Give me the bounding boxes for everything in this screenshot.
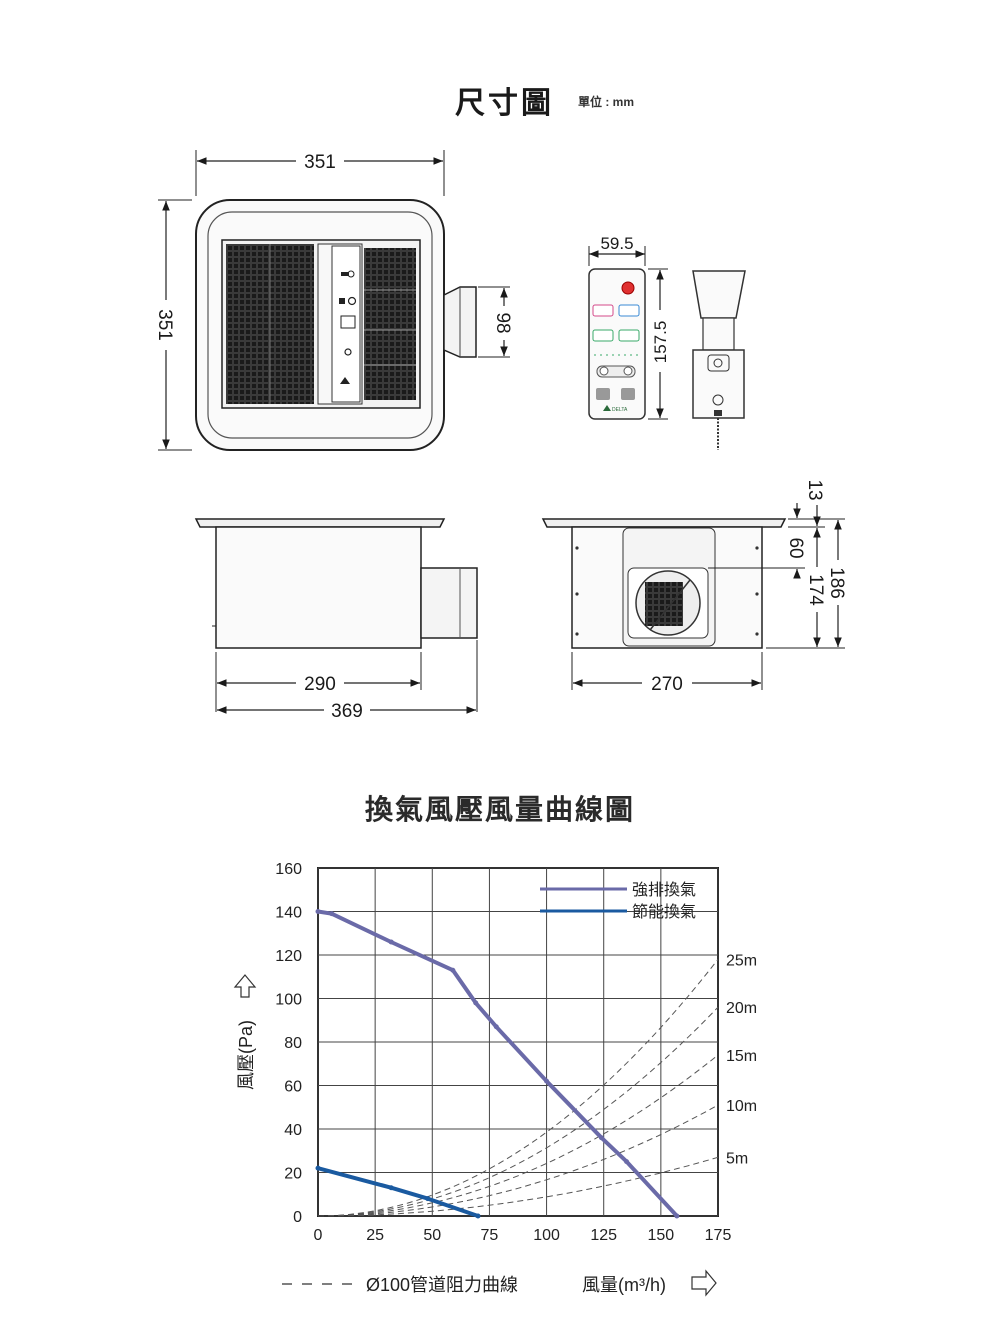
dim-duct-offset: 60: [785, 537, 806, 558]
y-tick-label: 120: [275, 948, 302, 965]
remote-logo: DELTA: [612, 407, 628, 413]
resistance-curve: [318, 1156, 719, 1217]
y-tick-label: 40: [284, 1122, 302, 1139]
series-point: [315, 909, 321, 914]
dim-top-width: 351: [304, 152, 336, 173]
y-tick-label: 60: [284, 1079, 302, 1096]
series-point: [388, 939, 394, 945]
right-grille: [364, 248, 416, 400]
dim-top-height: 351: [154, 309, 175, 341]
page-title: 尺寸圖: [455, 87, 554, 120]
resistance-label: 10m: [726, 1098, 757, 1115]
y-tick-label: 100: [275, 992, 302, 1009]
x-tick-label: 100: [533, 1227, 560, 1244]
x-tick-label: 0: [314, 1227, 323, 1244]
front-view-dimensions: [571, 503, 845, 690]
x-tick-label: 50: [423, 1227, 441, 1244]
series-line: [317, 1166, 479, 1218]
resistance-label: 25m: [726, 952, 757, 969]
y-axis-label: 風壓(Pa): [236, 1020, 256, 1090]
side-view: [194, 518, 478, 649]
y-tick-label: 160: [275, 861, 302, 878]
dim-side-body: 290: [304, 674, 336, 695]
series-point: [624, 1159, 630, 1165]
x-tick-label: 150: [648, 1227, 675, 1244]
chart-title: 換氣風壓風量曲線圖: [364, 794, 635, 825]
remote-holder: [692, 270, 746, 450]
series-point: [315, 1165, 321, 1171]
front-view: [541, 518, 787, 649]
y-tick-label: 140: [275, 905, 302, 922]
x-tick-label: 25: [366, 1227, 384, 1244]
unit-label: 單位 : mm: [578, 95, 635, 109]
resistance-curve: [317, 1104, 719, 1217]
side-view-dimensions: [215, 640, 478, 714]
series-point: [329, 911, 335, 917]
x-tick-label: 75: [481, 1227, 499, 1244]
series-point: [450, 967, 456, 973]
x-axis-label: 風量(m³/h): [582, 1275, 666, 1295]
pressure-flow-chart: 0 25 50 75 100 125 150 175 0 20 40 60 80 100 120 140 160…: [233, 861, 757, 1297]
resistance-curve: [317, 958, 719, 1217]
resistance-curve: [317, 1006, 719, 1217]
y-tick-label: 0: [293, 1209, 302, 1226]
series-point: [388, 1185, 394, 1191]
series-point: [674, 1213, 680, 1219]
series-point: [475, 1213, 481, 1219]
x-tick-label: 125: [590, 1227, 617, 1244]
dim-remote-height: 157.5: [651, 321, 670, 364]
series-point: [493, 1024, 499, 1030]
dim-remote-width: 59.5: [600, 234, 633, 253]
dim-front-width: 270: [651, 674, 683, 695]
dim-total-height: 186: [826, 567, 847, 599]
dim-body-height: 174: [805, 574, 826, 606]
series-line: [317, 909, 679, 1218]
up-arrow-icon: [233, 974, 257, 998]
right-arrow-icon: [691, 1269, 717, 1297]
top-view-dimensions: [158, 150, 510, 451]
remote-dimensions: [588, 246, 668, 420]
dim-frame-thickness: 13: [804, 479, 825, 500]
y-tick-label: 80: [284, 1035, 302, 1052]
series-point: [598, 1135, 604, 1141]
legend-label: 強排換氣: [632, 881, 696, 899]
dim-side-total: 369: [331, 701, 363, 722]
resistance-curve: [317, 1054, 719, 1217]
top-view: [195, 199, 477, 451]
remote-control: DELTA: [588, 268, 646, 420]
resistance-label: 20m: [726, 1000, 757, 1017]
resistance-label: 5m: [726, 1150, 748, 1167]
y-tick-label: 20: [284, 1166, 302, 1183]
legend-label: 節能換氣: [632, 903, 696, 921]
series-point: [425, 1196, 431, 1202]
resistance-legend-label: Ø100管道阻力曲線: [366, 1275, 518, 1295]
series-point: [544, 1078, 550, 1084]
series-point: [473, 1000, 479, 1006]
dim-duct-height: 98: [492, 312, 513, 333]
resistance-label: 15m: [726, 1048, 757, 1065]
x-tick-label: 175: [705, 1227, 732, 1244]
